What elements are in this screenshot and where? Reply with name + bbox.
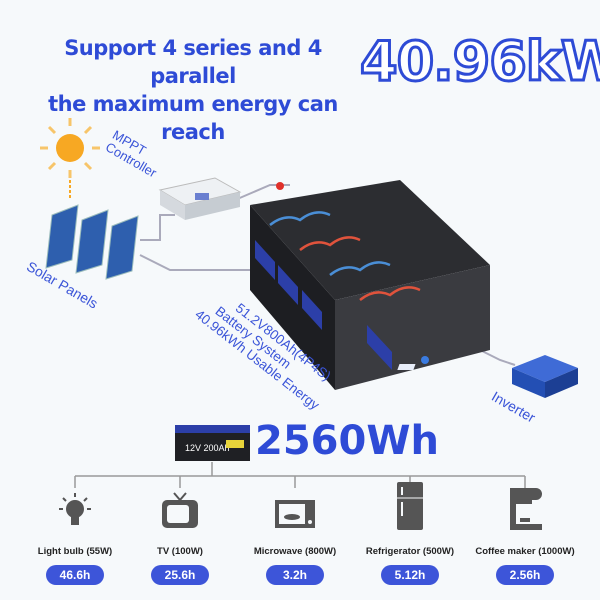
- battery-label: 12V 200Ah: [185, 443, 230, 453]
- appliance-label: Refrigerator (500W): [365, 546, 455, 557]
- headline: Support 4 series and 4 parallel the maxi…: [28, 34, 358, 146]
- runtime-badge: 46.6h: [46, 565, 104, 585]
- single-battery-icon: 12V 200Ah: [175, 425, 250, 461]
- tree-connector: [74, 462, 526, 488]
- light-bulb-icon: [59, 493, 91, 525]
- max-power: 40.96kW: [358, 29, 600, 95]
- appliance-tv: TV (100W) 25.6h: [125, 492, 235, 585]
- appliance-label: TV (100W): [157, 546, 203, 557]
- microwave-icon: [275, 500, 315, 528]
- runtime-badge: 2.56h: [496, 565, 554, 585]
- tv-icon: [162, 492, 198, 528]
- battery-energy: 2560Wh: [255, 418, 439, 464]
- runtime-badge: 3.2h: [266, 565, 324, 585]
- headline-line-1: Support 4 series and 4 parallel: [64, 36, 322, 88]
- appliance-light-bulb: Light bulb (55W) 46.6h: [20, 492, 130, 585]
- appliance-refrigerator: Refrigerator (500W) 5.12h: [355, 482, 465, 585]
- appliance-label: Light bulb (55W): [37, 546, 113, 557]
- system-diagram: 12V 200Ah: [40, 118, 578, 461]
- runtime-badge: 5.12h: [381, 565, 439, 585]
- appliance-label: Coffee maker (1000W): [475, 546, 575, 557]
- refrigerator-icon: [397, 482, 423, 530]
- battery-bank: [250, 180, 490, 390]
- appliance-microwave: Microwave (800W) 3.2h: [240, 492, 350, 585]
- runtime-badge: 25.6h: [151, 565, 209, 585]
- headline-line-2: the maximum energy can reach: [48, 92, 338, 144]
- coffee-maker-icon: [510, 488, 542, 530]
- inverter-icon: [397, 355, 578, 398]
- solar-panels-icon: [45, 204, 139, 280]
- sun-icon: [40, 118, 100, 200]
- mppt-controller-icon: [158, 177, 242, 220]
- appliance-coffee-maker: Coffee maker (1000W) 2.56h: [470, 488, 580, 585]
- appliance-label: Microwave (800W): [253, 546, 337, 557]
